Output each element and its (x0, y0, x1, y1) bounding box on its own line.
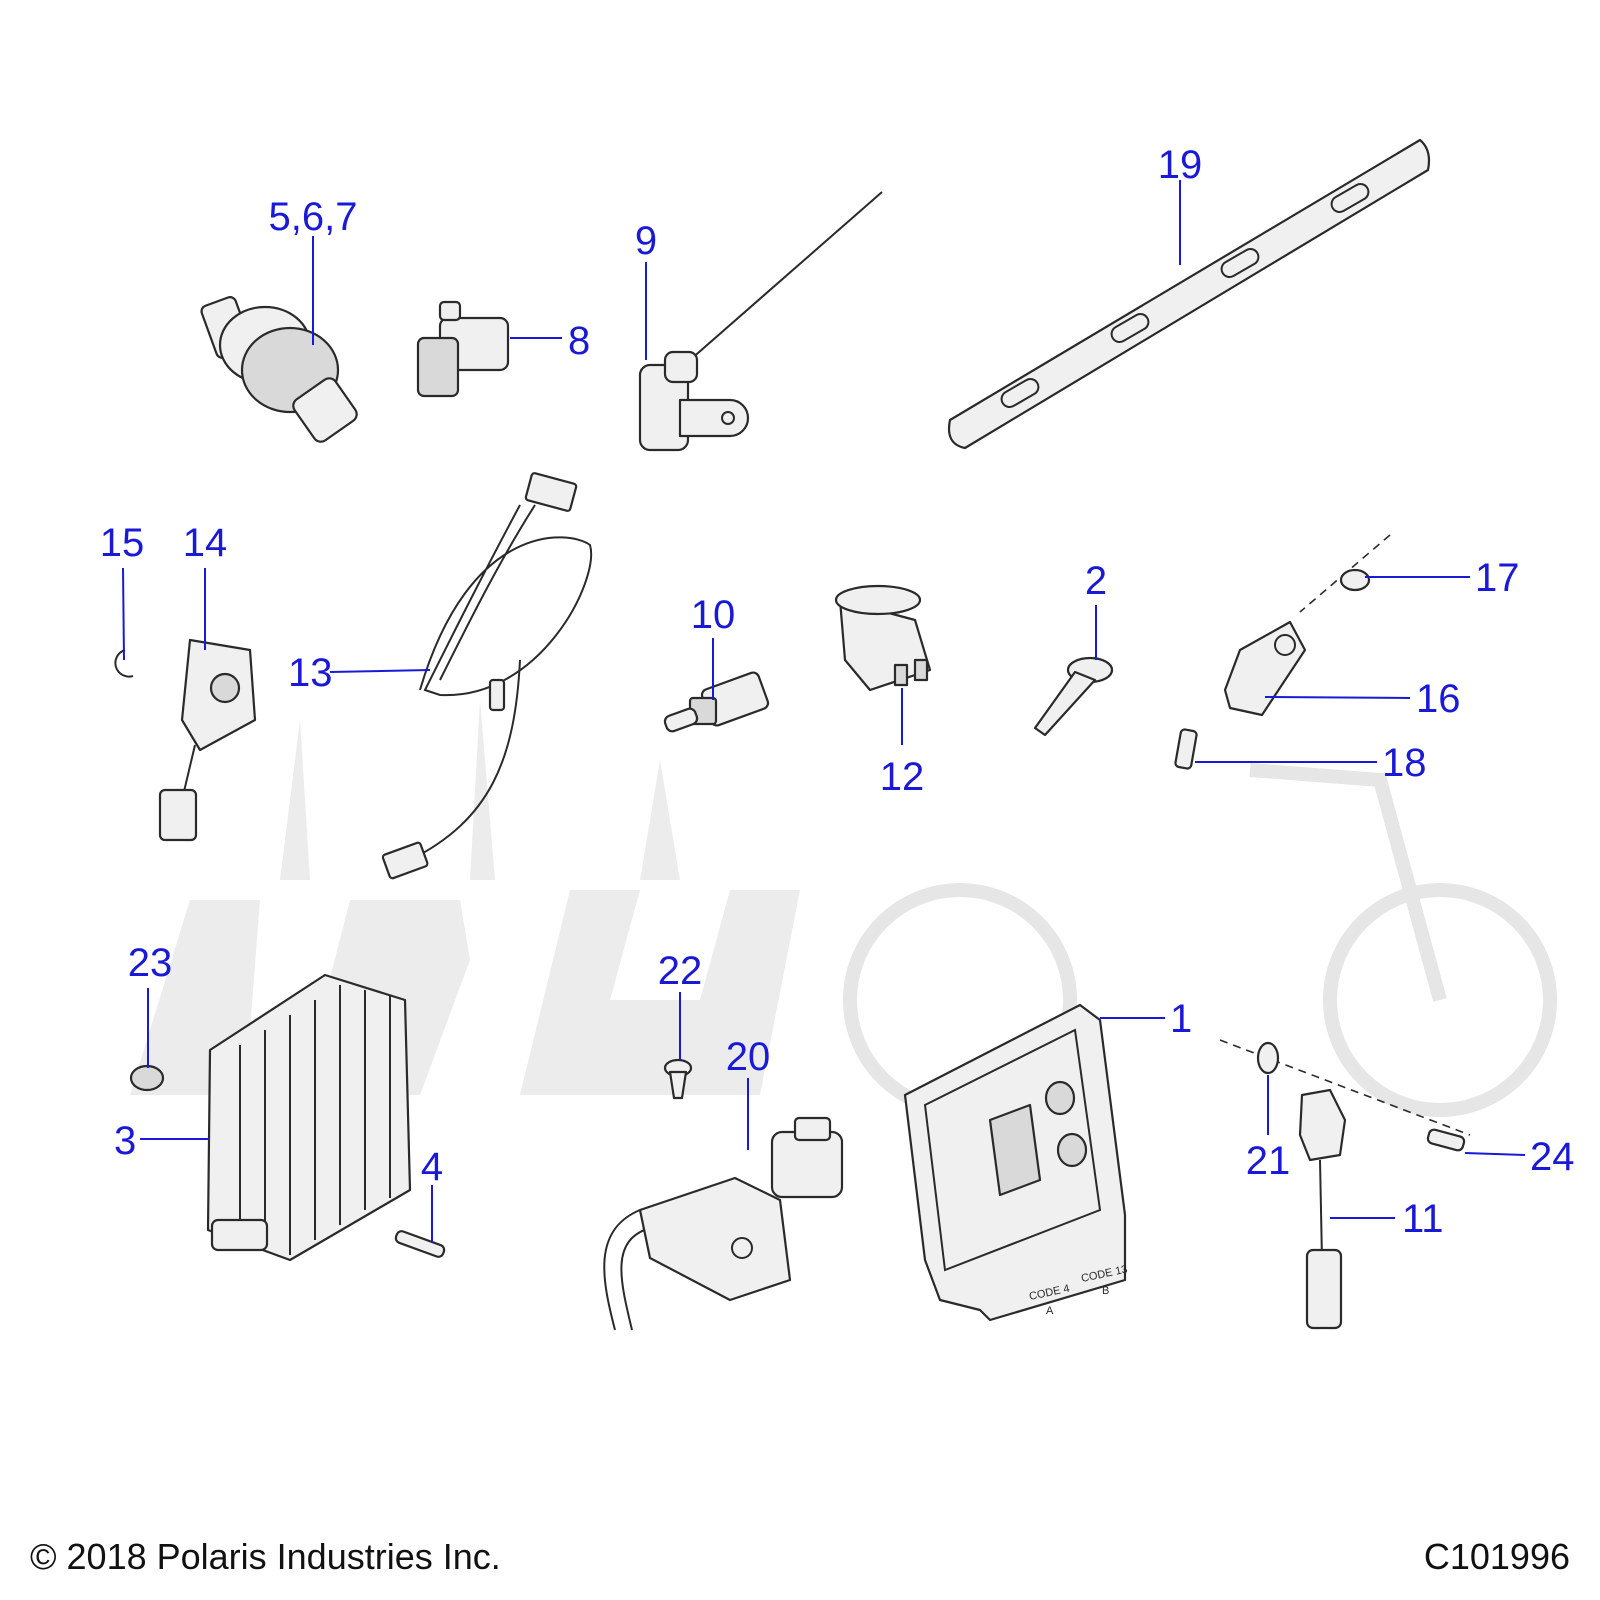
leader-lines (122, 180, 1526, 1243)
part-clip (114, 649, 134, 678)
part-position-sensor (638, 191, 883, 452)
callout-15: 15 (100, 521, 145, 565)
callout-22: 22 (658, 949, 703, 993)
callout-9: 9 (635, 219, 657, 263)
part-grommet (129, 1064, 165, 1092)
callout-24: 24 (1530, 1135, 1575, 1179)
callout-12: 12 (880, 755, 925, 799)
callout-4: 4 (421, 1145, 443, 1189)
callout-17: 17 (1475, 556, 1520, 600)
part-sensor-group-lower (1219, 1039, 1471, 1330)
callout-2: 2 (1085, 559, 1107, 603)
callout-16: 16 (1416, 677, 1461, 721)
part-temp-sensor (663, 671, 770, 733)
part-bulb (1033, 656, 1114, 737)
callouts: 5,6,7 8 9 19 15 14 13 10 12 2 17 16 18 2… (100, 143, 1575, 1241)
callout-5-6-7: 5,6,7 (269, 195, 358, 239)
part-speed-sensor-group (1174, 534, 1391, 770)
ecu-port-b-label: B (1102, 1285, 1109, 1297)
callout-11: 11 (1402, 1197, 1444, 1241)
part-throttle-sensor (158, 638, 257, 842)
part-push-pin (663, 1058, 693, 1100)
part-relay (834, 584, 932, 692)
callout-14: 14 (183, 521, 228, 565)
callout-13: 13 (288, 651, 333, 695)
ecu-port-a-label: A (1046, 1305, 1054, 1317)
part-screw (394, 1230, 446, 1258)
callout-18: 18 (1382, 741, 1427, 785)
callout-21: 21 (1246, 1139, 1291, 1183)
part-ignition-switch (200, 296, 358, 443)
callout-19: 19 (1158, 143, 1203, 187)
part-valve (603, 1116, 844, 1331)
figure-code: C101996 (1423, 1536, 1570, 1577)
callout-23: 23 (128, 941, 173, 985)
callout-10: 10 (691, 593, 736, 637)
part-ecu: CODE 4 CODE 13 A B (903, 1003, 1129, 1322)
part-regulator (206, 973, 412, 1262)
part-harness (381, 472, 593, 880)
callout-1: 1 (1170, 997, 1192, 1041)
callout-3: 3 (114, 1119, 136, 1163)
part-map-sensor (416, 300, 510, 398)
callout-8: 8 (568, 319, 590, 363)
copyright-text: © 2018 Polaris Industries Inc. (30, 1536, 501, 1577)
part-strap (947, 138, 1431, 450)
callout-20: 20 (726, 1035, 771, 1079)
